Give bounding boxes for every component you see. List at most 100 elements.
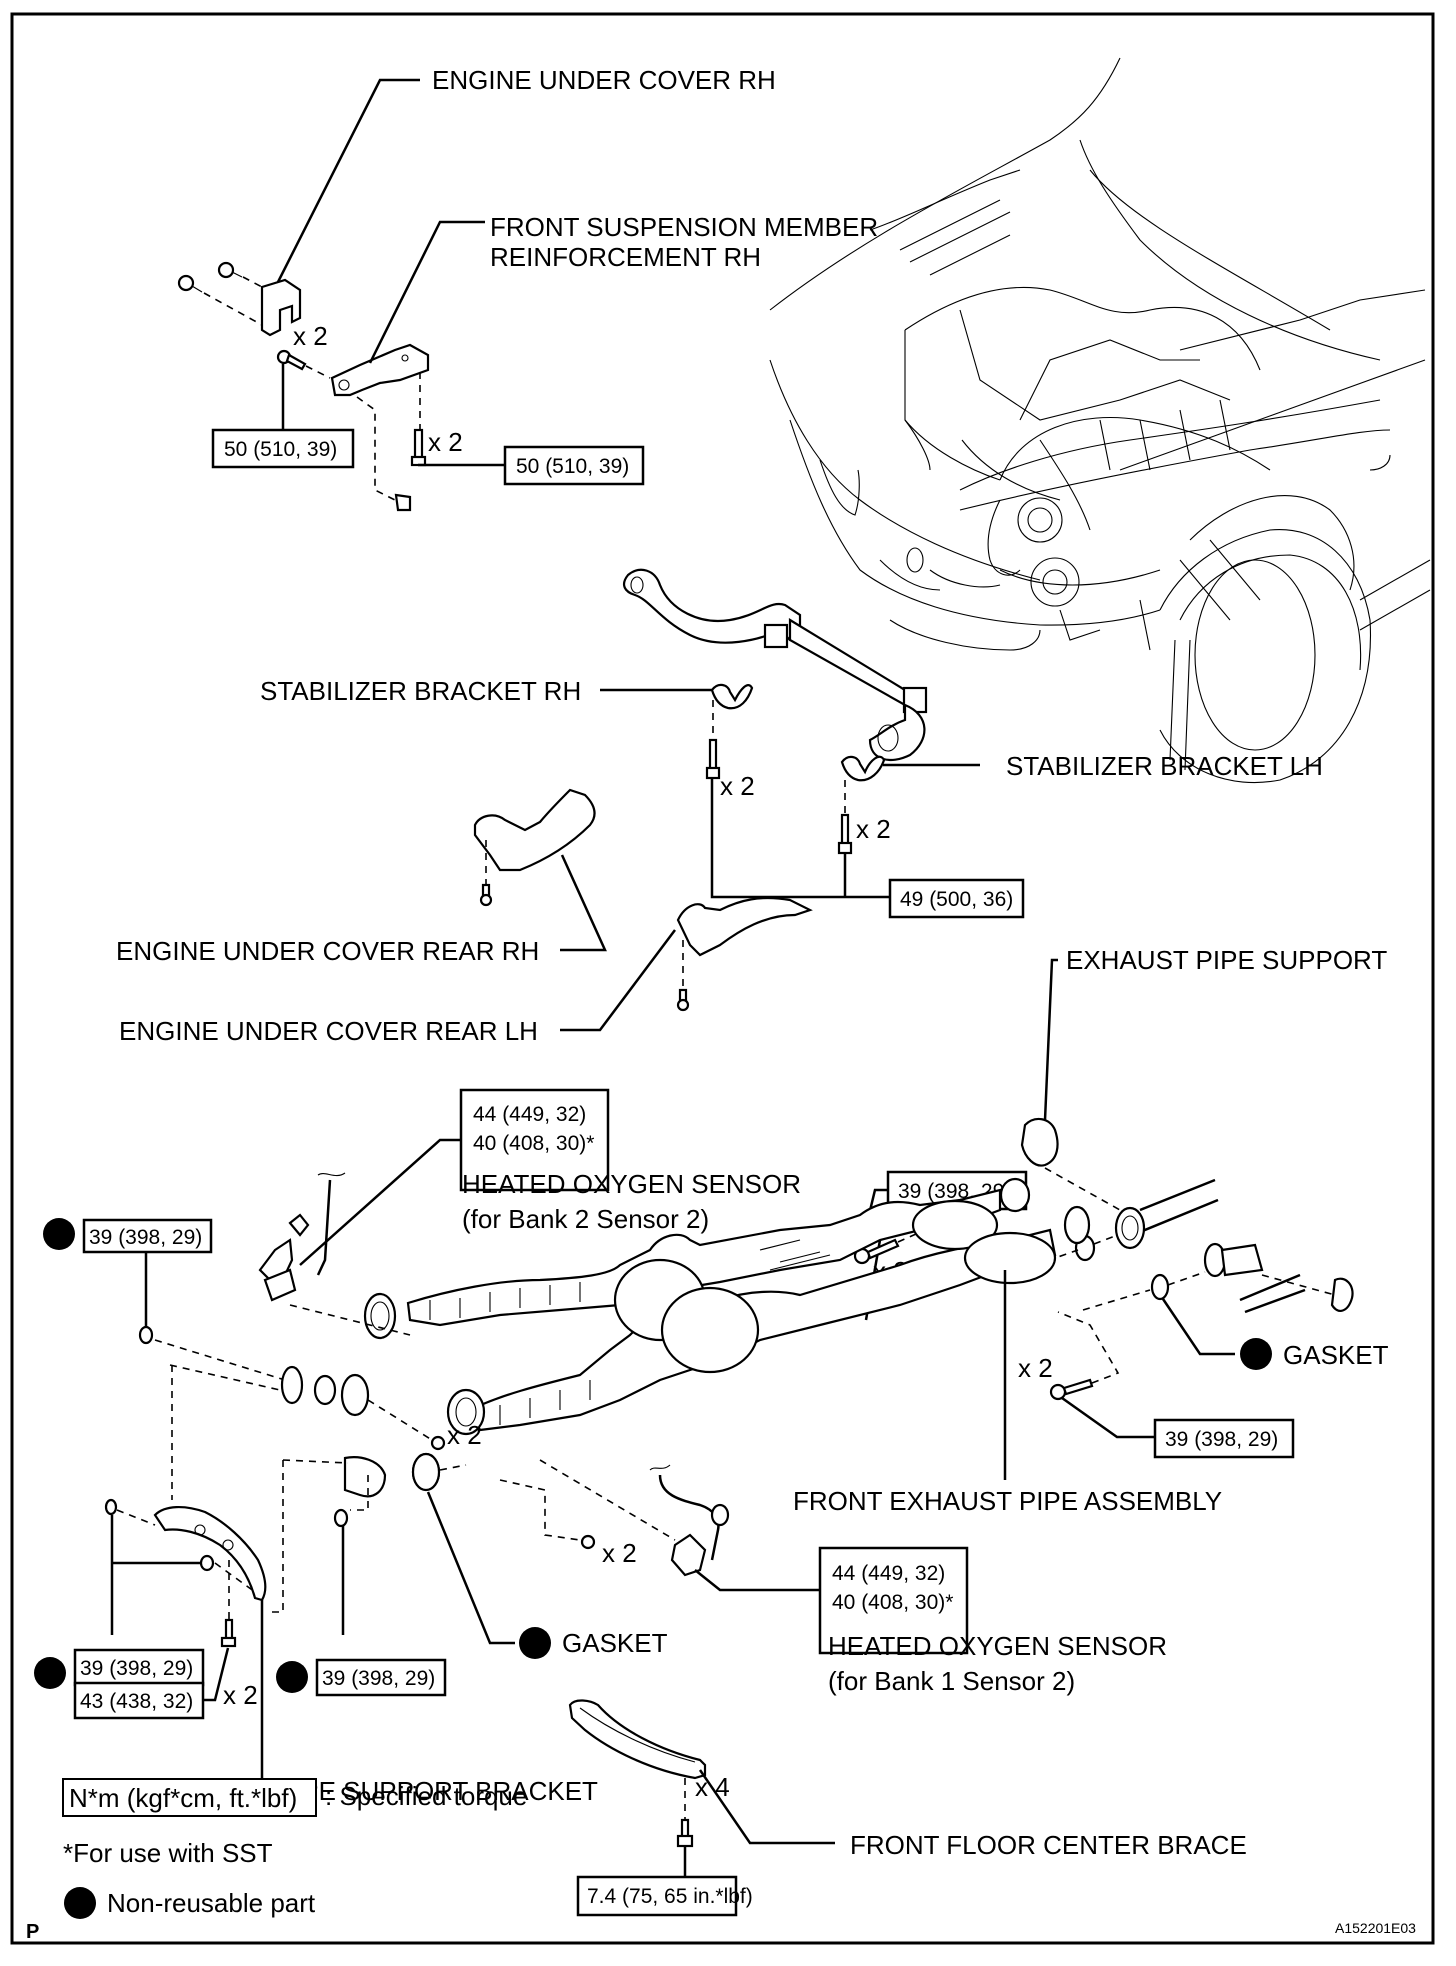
engine-under-cover-rear-lh-part	[676, 896, 813, 957]
bolt-icon	[837, 813, 853, 855]
torque-box	[503, 445, 645, 486]
non-reusable-marker-icon	[64, 1887, 96, 1919]
qty-bracket-bolts: x 2	[223, 1680, 258, 1710]
legend: N*m (kgf*cm, ft.*lbf) : Specified torque…	[62, 1778, 527, 1919]
stabilizer-bracket-rh-part	[710, 683, 754, 710]
label-hos-bank1-line2: (for Bank 1 Sensor 2)	[828, 1666, 1075, 1696]
label-stabilizer-bracket-lh: STABILIZER BRACKET LH	[1006, 751, 1323, 781]
torque-hos-bank1-line1: 44 (449, 32)	[832, 1562, 945, 1585]
leader-line	[560, 854, 607, 952]
front-exhaust-pipe-assembly-part	[363, 1177, 1091, 1436]
torque-box	[1153, 1418, 1295, 1459]
bolt-icon	[676, 1818, 694, 1848]
torque-pipe-center-bolts: 39 (398, 29)	[1165, 1428, 1278, 1451]
leader-line	[299, 1138, 462, 1266]
legend-torque-units: N*m (kgf*cm, ft.*lbf)	[69, 1783, 297, 1813]
engine-under-cover-rh-part	[260, 278, 302, 337]
torque-stabilizer-bolts: 49 (500, 36)	[900, 888, 1013, 911]
heated-oxygen-sensor-bank1-part	[649, 1464, 730, 1577]
qty-under-cover-bolts: x 2	[293, 321, 328, 351]
exhaust-pipe-support-part	[1020, 1117, 1059, 1167]
qty-pipe-lower-bolts: x 2	[602, 1538, 637, 1568]
nut-icon	[394, 493, 412, 512]
qty-stabilizer-rh-bolts: x 2	[720, 771, 755, 801]
non-reusable-marker-icon	[519, 1627, 551, 1659]
nut-icon	[104, 1498, 349, 1572]
heated-oxygen-sensor-bank2-part	[258, 1172, 346, 1302]
engine-under-cover-rear-rh-part	[473, 788, 596, 872]
label-front-floor-center-brace: FRONT FLOOR CENTER BRACE	[850, 1830, 1247, 1860]
torque-brace-bolts: 7.4 (75, 65 in.*lbf)	[587, 1885, 753, 1908]
bolt-icon	[580, 1534, 596, 1550]
leader-line	[698, 1769, 835, 1845]
torque-box	[82, 1218, 213, 1254]
torque-box	[211, 428, 355, 469]
label-engine-under-cover-rear-rh: ENGINE UNDER COVER REAR RH	[116, 936, 539, 966]
qty-suspension-bolts: x 2	[428, 427, 463, 457]
diagram-frame	[10, 12, 1435, 1945]
torque-box	[73, 1681, 205, 1720]
torque-center-nut: 39 (398, 29)	[322, 1667, 435, 1690]
non-reusable-marker-icon	[34, 1657, 66, 1689]
label-gasket-rear: GASKET	[1283, 1340, 1389, 1370]
qty-pipe-rear-lower-bolts: x 2	[1018, 1353, 1053, 1383]
nut-icon	[138, 1325, 154, 1345]
torque-hos-bank1-line2: 40 (408, 30)*	[832, 1591, 953, 1614]
label-hos-bank1-line1: HEATED OXYGEN SENSOR	[828, 1631, 1167, 1661]
leader-line	[560, 929, 676, 1032]
label-engine-under-cover-rear-lh: ENGINE UNDER COVER REAR LH	[119, 1016, 538, 1046]
leader-line	[368, 220, 485, 364]
torque-box	[315, 1658, 447, 1697]
legend-torque-desc: : Specified torque	[325, 1781, 527, 1811]
leader-line	[426, 1491, 515, 1645]
qty-pipe-front-bolts: x 2	[447, 1420, 482, 1450]
torque-box	[888, 878, 1025, 919]
bolt-icon	[276, 349, 307, 371]
bolt-icon	[705, 738, 721, 780]
rear-exhaust-pipe-part	[1114, 1178, 1354, 1314]
stabilizer-bracket-lh-part	[840, 755, 886, 782]
leader-line	[1043, 958, 1058, 1121]
torque-box	[576, 1875, 738, 1917]
bolt-icon	[410, 428, 427, 467]
label-engine-under-cover-rh: ENGINE UNDER COVER RH	[432, 65, 776, 95]
torque-bracket-nuts: 39 (398, 29)	[80, 1657, 193, 1680]
label-front-suspension-member-line2: REINFORCEMENT RH	[490, 242, 761, 272]
non-reusable-marker-icon	[43, 1218, 75, 1250]
torque-box	[459, 1088, 610, 1192]
front-suspension-member-reinforcement-part	[330, 343, 430, 397]
no1-exhaust-pipe-support-bracket-part	[153, 1506, 267, 1602]
label-hos-bank2-line1: HEATED OXYGEN SENSOR	[462, 1169, 801, 1199]
non-reusable-marker-icon	[1240, 1338, 1272, 1370]
figure-id: A152201E03	[1335, 1920, 1416, 1936]
gasket-ring-icon	[1150, 1273, 1170, 1301]
bolt-icon	[676, 988, 690, 1012]
legend-torque-box	[62, 1778, 317, 1817]
gasket-ring-icon	[411, 1452, 441, 1492]
non-reusable-marker-icon	[276, 1661, 308, 1693]
corner-mark: P	[26, 1921, 39, 1943]
torque-box	[73, 1648, 205, 1687]
torque-hos-bank2-line2: 40 (408, 30)*	[473, 1132, 594, 1155]
legend-non-reusable: Non-reusable part	[107, 1888, 316, 1918]
leader-line	[276, 78, 420, 283]
front-floor-center-brace-part	[568, 1699, 707, 1780]
qty-stabilizer-lh-bolts: x 2	[856, 814, 891, 844]
label-hos-bank2-line2: (for Bank 2 Sensor 2)	[462, 1204, 709, 1234]
torque-hos-bank2-line1: 44 (449, 32)	[473, 1103, 586, 1126]
vehicle-engine-bay-illustration	[769, 57, 1431, 784]
bolt-icon	[1049, 1378, 1094, 1401]
leader-line	[1161, 1298, 1235, 1356]
bolt-icon	[479, 883, 493, 907]
legend-sst-note: *For use with SST	[63, 1838, 273, 1868]
label-gasket-front: GASKET	[562, 1628, 668, 1658]
label-exhaust-pipe-support: EXHAUST PIPE SUPPORT	[1066, 945, 1387, 975]
label-front-suspension-member-line1: FRONT SUSPENSION MEMBER	[490, 212, 878, 242]
torque-pipe-left-nut: 39 (398, 29)	[89, 1226, 202, 1249]
torque-box	[818, 1546, 969, 1655]
bolt-icon	[430, 1435, 446, 1451]
stabilizer-bar-part	[622, 568, 928, 762]
bolt-icon	[220, 1618, 237, 1648]
torque-suspension-bolt: 50 (510, 39)	[516, 455, 629, 478]
